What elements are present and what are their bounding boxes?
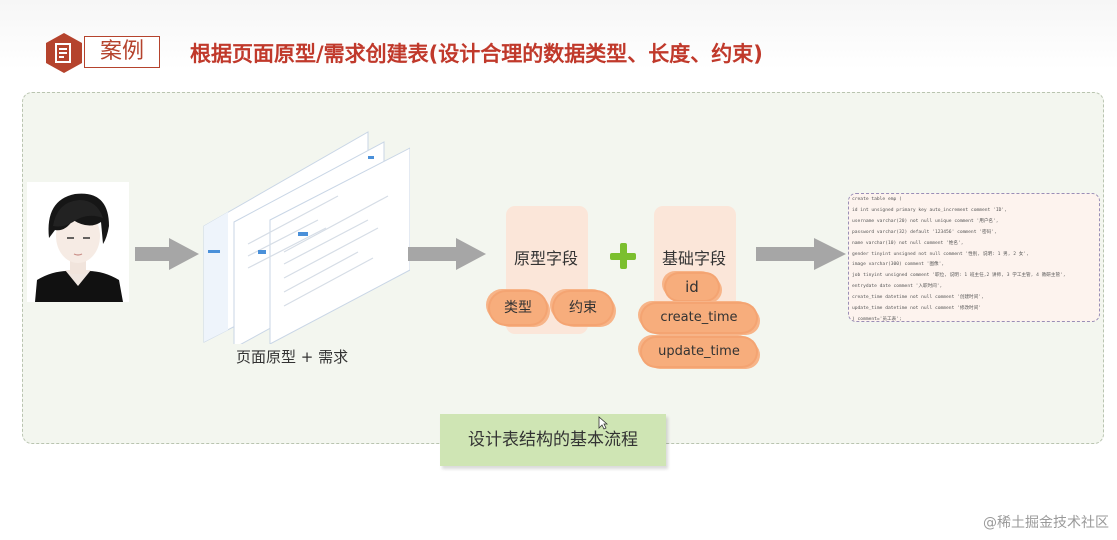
watermark: @稀土掘金技术社区 — [983, 515, 1109, 531]
arrow-right-icon — [408, 238, 486, 270]
user-avatar-illustration — [27, 182, 129, 302]
sql-line: create table emp ( — [852, 197, 902, 202]
sql-line: entrydate date comment '入职时间', — [852, 284, 943, 290]
plus-icon — [610, 243, 636, 269]
arrow-right-icon — [756, 238, 846, 270]
sql-line: update_time datetime not null comment '修… — [852, 306, 982, 312]
document-icon — [46, 33, 82, 73]
tag-id: id — [666, 274, 718, 300]
tag-constraint: 约束 — [554, 292, 612, 324]
tag-update-time: update_time — [642, 338, 756, 366]
sql-line: ) comment='员工表'; — [852, 316, 902, 322]
top-bar — [0, 0, 1117, 70]
flow-label: 设计表结构的基本流程 — [440, 414, 666, 466]
sql-line: job tinyint unsigned comment '职位, 说明: 1 … — [852, 273, 1066, 279]
case-badge: 案例 — [44, 32, 162, 74]
tag-create-time: create_time — [642, 304, 756, 332]
page-title: 根据页面原型/需求创建表(设计合理的数据类型、长度、约束) — [190, 42, 763, 66]
sql-line: gender tinyint unsigned not null comment… — [852, 251, 1029, 257]
sql-line: username varchar(20) not null unique com… — [852, 218, 999, 224]
sql-line: image varchar(300) comment '图像', — [852, 262, 945, 268]
prototype-caption: 页面原型 + 需求 — [236, 348, 349, 366]
sql-line: create_time datetime not null comment '创… — [852, 295, 984, 301]
sql-line: password varchar(32) default '123456' co… — [852, 229, 997, 235]
case-label: 案例 — [84, 36, 160, 68]
prototype-screens-illustration — [203, 131, 410, 344]
prototype-fields-title: 原型字段 — [514, 249, 579, 268]
sql-line: name varchar(10) not null comment '姓名', — [852, 240, 964, 246]
tag-type: 类型 — [490, 292, 546, 324]
sql-create-table-code: create table emp ( id int unsigned prima… — [848, 193, 1100, 322]
base-fields-title: 基础字段 — [662, 249, 727, 268]
sql-line: id int unsigned primary key auto_increme… — [852, 207, 1007, 213]
mouse-cursor-icon — [598, 416, 608, 430]
arrow-right-icon — [135, 238, 199, 270]
